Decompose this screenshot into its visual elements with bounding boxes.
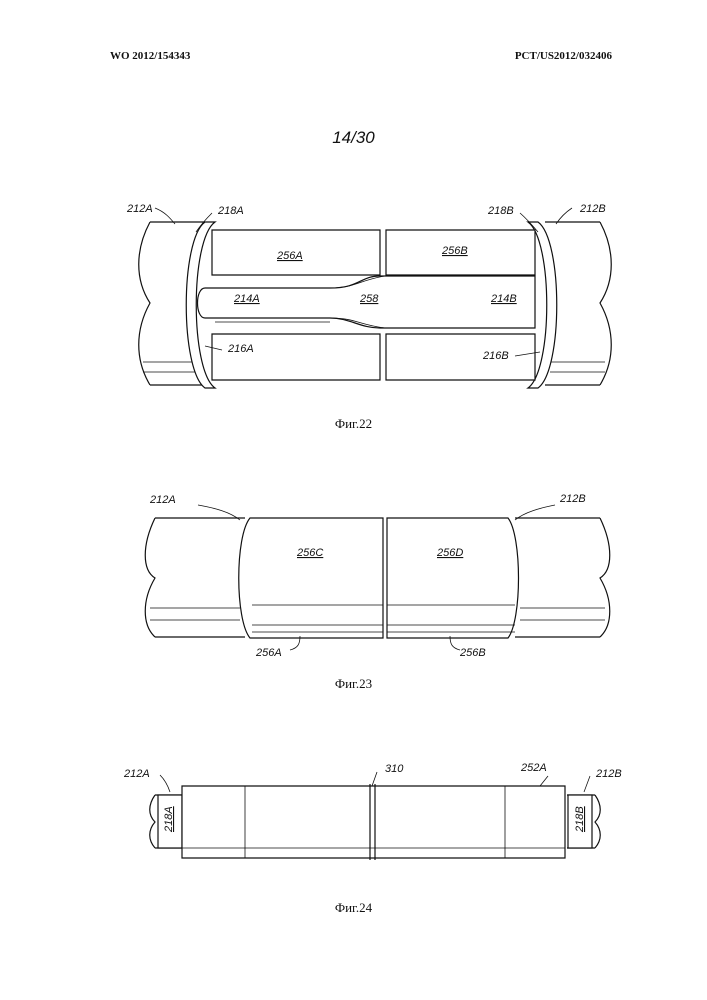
label-256B: 256B xyxy=(459,647,486,659)
label-212A: 212A xyxy=(126,203,153,215)
label-212B: 212B xyxy=(595,768,622,780)
figure-22: 212A 218A 218B 212B 256A 256B 214A 258 2… xyxy=(126,203,611,388)
label-256D: 256D xyxy=(436,547,463,559)
label-310: 310 xyxy=(385,763,404,775)
label-218B: 218B xyxy=(487,205,514,217)
label-218A: 218A xyxy=(217,205,244,217)
label-256A: 256A xyxy=(276,250,303,262)
label-212B: 212B xyxy=(559,493,586,505)
figure-23: 212A 212B 256C 256D 256A 256B xyxy=(145,493,610,659)
label-216A: 216A xyxy=(227,343,254,355)
figure-24: 212A 310 252A 212B 218A 218B xyxy=(123,762,622,860)
label-258: 258 xyxy=(359,293,379,305)
label-216B: 216B xyxy=(482,350,509,362)
label-218A: 218A xyxy=(163,806,175,833)
label-214A: 214A xyxy=(233,293,260,305)
figure-24-caption: Фиг.24 xyxy=(0,900,707,916)
label-256A: 256A xyxy=(255,647,282,659)
label-256C: 256C xyxy=(296,547,323,559)
label-212B: 212B xyxy=(579,203,606,215)
label-214B: 214B xyxy=(490,293,517,305)
figure-23-caption: Фиг.23 xyxy=(0,676,707,692)
figure-22-caption: Фиг.22 xyxy=(0,416,707,432)
label-256B: 256B xyxy=(441,245,468,257)
label-212A: 212A xyxy=(123,768,150,780)
label-252A: 252A xyxy=(520,762,547,774)
label-212A: 212A xyxy=(149,494,176,506)
label-218B: 218B xyxy=(574,806,586,833)
